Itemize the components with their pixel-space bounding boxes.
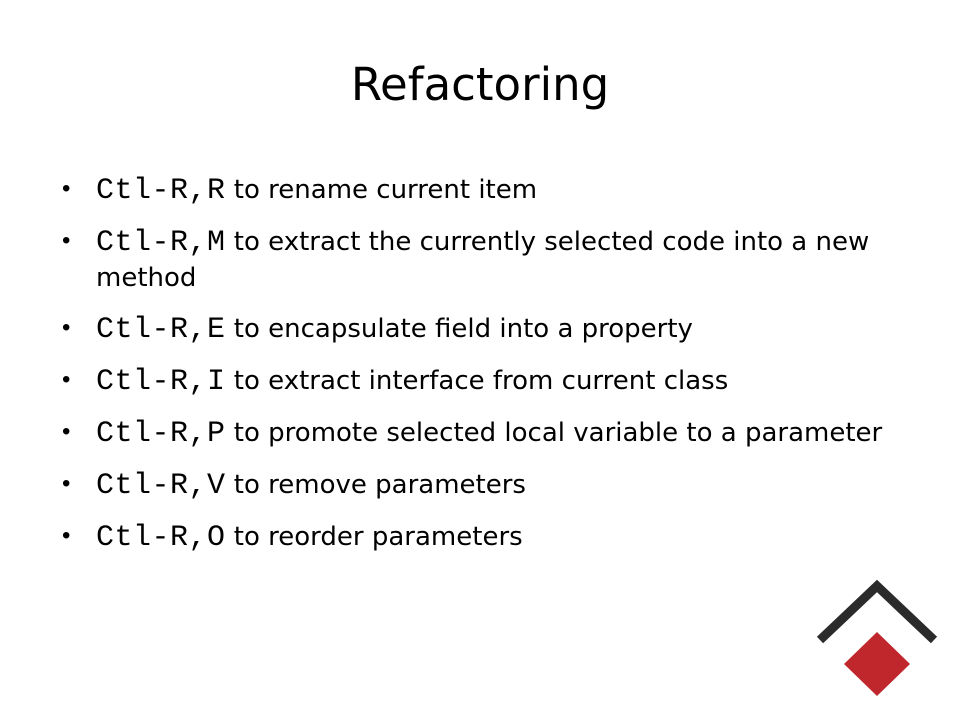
bullet-description: to reorder parameters — [225, 522, 523, 552]
bullet-item: • Ctl-R,M to extract the currently selec… — [60, 224, 890, 295]
bullet-description: to extract interface from current class — [225, 366, 729, 396]
shortcut-text: Ctl-R,O — [96, 521, 226, 555]
bullet-item: • Ctl-R,O to reorder parameters — [60, 519, 890, 555]
slide-title: Refactoring — [350, 58, 610, 111]
bullet-item: • Ctl-R,E to encapsulate field into a pr… — [60, 311, 890, 347]
bullet-dot-icon: • — [62, 314, 71, 341]
shortcut-text: Ctl-R,P — [96, 417, 226, 451]
bullet-item: • Ctl-R,I to extract interface from curr… — [60, 363, 890, 399]
bullet-dot-icon: • — [62, 470, 71, 497]
shortcut-text: Ctl-R,V — [96, 469, 226, 503]
bullet-description: to remove parameters — [225, 470, 526, 500]
bullet-dot-icon: • — [62, 522, 71, 549]
bullet-dot-icon: • — [62, 175, 71, 202]
shortcut-text: Ctl-R,I — [96, 365, 226, 399]
bullet-description: to extract the currently selected code i… — [96, 227, 870, 293]
shortcut-text: Ctl-R,M — [96, 226, 226, 260]
bullet-dot-icon: • — [62, 418, 71, 445]
bullet-dot-icon: • — [62, 227, 71, 254]
bullet-item: • Ctl-R,P to promote selected local vari… — [60, 415, 890, 451]
bullet-description: to encapsulate field into a property — [225, 314, 693, 344]
bullet-description: to promote selected local variable to a … — [225, 418, 883, 448]
bullet-item: • Ctl-R,R to rename current item — [60, 172, 890, 208]
shortcut-text: Ctl-R,E — [96, 313, 226, 347]
shortcut-text: Ctl-R,R — [96, 174, 226, 208]
bullet-dot-icon: • — [62, 366, 71, 393]
diamond-icon — [844, 632, 910, 696]
chevron-diamond-logo-icon — [816, 579, 938, 696]
bullet-list: • Ctl-R,R to rename current item • Ctl-R… — [60, 172, 890, 571]
bullet-item: • Ctl-R,V to remove parameters — [60, 467, 890, 503]
chevron-icon — [816, 579, 938, 644]
bullet-description: to rename current item — [225, 175, 538, 205]
